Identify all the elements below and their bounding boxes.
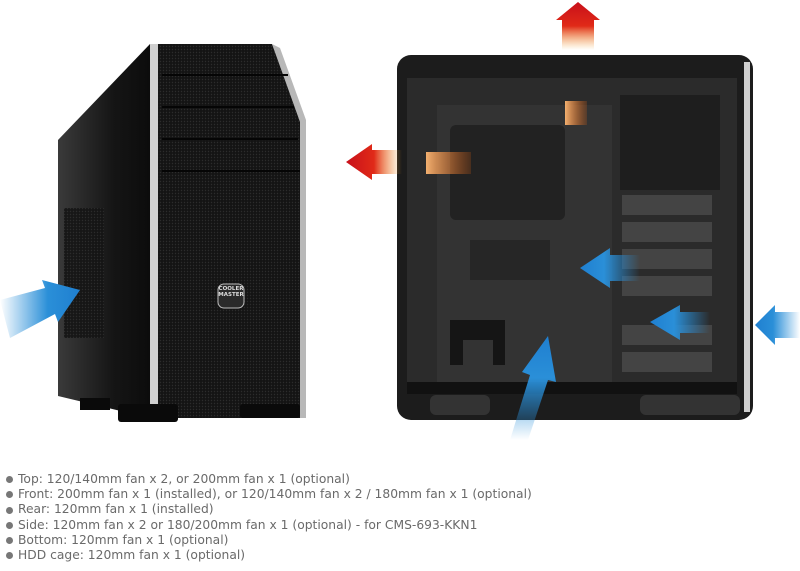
fan-spec-text: Top: 120/140mm fan x 2, or 200mm fan x 1… [18, 472, 350, 486]
case-interior-view [397, 55, 753, 420]
fan-spec-item: Side: 120mm fan x 2 or 180/200mm fan x 1… [6, 518, 532, 533]
exhaust-arrow-top [556, 2, 600, 50]
fan-spec-item: Front: 200mm fan x 1 (installed), or 120… [6, 487, 532, 502]
fan-spec-item: Bottom: 120mm fan x 1 (optional) [6, 533, 532, 548]
intake-arrow-side [0, 280, 80, 338]
fan-spec-text: Rear: 120mm fan x 1 (installed) [18, 502, 214, 517]
fan-spec-item: Top: 120/140mm fan x 2, or 200mm fan x 1… [6, 472, 532, 487]
front-mesh-panel [150, 44, 302, 418]
intake-arrow-front [580, 248, 640, 288]
intake-arrow-bottom [510, 336, 556, 440]
fan-spec-item: Rear: 120mm fan x 1 (installed) [6, 502, 532, 517]
bullet-icon [6, 552, 13, 560]
fan-spec-item: HDD cage: 120mm fan x 1 (optional) [6, 548, 532, 563]
brand-logo-text: COOLER MASTER [218, 286, 244, 298]
intake-arrow-right [755, 305, 800, 345]
fan-spec-text: HDD cage: 120mm fan x 1 (optional) [18, 548, 246, 563]
bullet-icon [6, 536, 13, 544]
brand-logo [217, 283, 245, 309]
fan-spec-text: Bottom: 120mm fan x 1 (optional) [18, 532, 229, 547]
bullet-icon [6, 506, 13, 514]
case-front-view [58, 44, 306, 422]
bullet-icon [6, 476, 13, 484]
side-vent [64, 208, 104, 338]
fan-spec-text: Side: 120mm fan x 2 or 180/200mm fan x 1… [18, 517, 478, 532]
intake-arrow-hdd [650, 305, 710, 340]
exhaust-arrow-rear [346, 144, 402, 180]
fan-spec-text: Front: 200mm fan x 1 (installed), or 120… [18, 487, 532, 502]
bullet-icon [6, 491, 13, 499]
bullet-icon [6, 521, 13, 529]
fan-spec-list: Top: 120/140mm fan x 2, or 200mm fan x 1… [6, 472, 532, 563]
